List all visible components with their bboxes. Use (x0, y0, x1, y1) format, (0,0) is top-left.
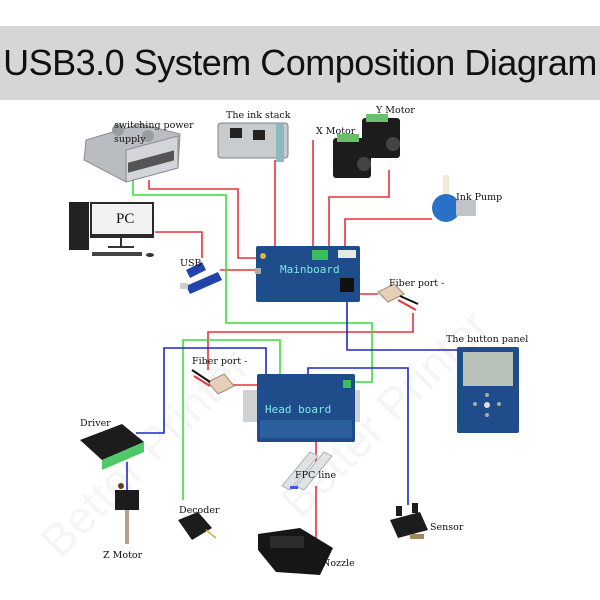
wire-inkpump (344, 218, 432, 248)
label-z-motor: Z Motor (103, 550, 143, 561)
ink-pump[interactable] (432, 175, 476, 222)
sensor[interactable] (390, 503, 428, 539)
label-driver: Driver (80, 418, 111, 429)
mainboard[interactable] (255, 246, 360, 302)
label-ink-stack: The ink stack (226, 110, 291, 121)
wire-pc-usb (155, 231, 203, 258)
label-nozzle: Nozzle (322, 558, 355, 569)
head-board[interactable] (243, 374, 360, 442)
wire-power-psu (148, 180, 258, 259)
wire-signal-buttonpanel (346, 302, 458, 351)
diagram-title: USB3.0 System Composition Diagram (3, 42, 597, 83)
label-pc: PC (116, 211, 134, 227)
label-ink-pump: Ink Pump (456, 192, 502, 203)
switching-power-supply[interactable] (83, 123, 181, 183)
label-fiber-port-bottom: Fiber port - (192, 356, 247, 367)
x-motor[interactable] (333, 134, 371, 178)
label-sensor: Sensor (430, 522, 464, 533)
label-switching-power-supply-2: supply (114, 134, 146, 145)
wire-ymotor (328, 170, 390, 248)
button-panel[interactable] (457, 347, 519, 433)
ink-stack[interactable] (217, 122, 289, 162)
wire-fiber-loop (207, 313, 414, 370)
decoder[interactable] (178, 512, 217, 540)
wire-signal-sensor (307, 367, 409, 505)
watermark-text-1: Better Printer (30, 339, 258, 567)
usb-cable[interactable] (180, 262, 222, 294)
pc[interactable] (69, 202, 154, 257)
label-head-board: Head board (265, 403, 331, 416)
fiber-port-bottom[interactable] (191, 369, 235, 395)
wire-signal-driver (136, 347, 267, 434)
title-bar: USB3.0 System Composition Diagram (0, 26, 600, 100)
label-button-panel: The button panel (446, 334, 528, 345)
fpc-line[interactable] (281, 451, 333, 491)
wire-ground-decoder (182, 339, 281, 500)
label-switching-power-supply-1: switching power (114, 120, 194, 131)
fiber-port-top[interactable] (377, 283, 419, 311)
y-motor[interactable] (362, 114, 400, 158)
label-usb: USB (180, 258, 202, 269)
label-x-motor: X Motor (316, 126, 356, 137)
label-mainboard: Mainboard (280, 263, 340, 276)
nozzle[interactable] (258, 528, 333, 575)
z-motor[interactable] (115, 483, 139, 544)
label-fpc-line: FPC line (295, 470, 336, 481)
label-fiber-port-top: Fiber port - (389, 278, 444, 289)
label-decoder: Decoder (179, 505, 220, 516)
driver[interactable] (80, 424, 144, 470)
wires (126, 140, 458, 540)
label-y-motor: Y Motor (375, 105, 415, 116)
wire-ground-psu (132, 180, 373, 383)
